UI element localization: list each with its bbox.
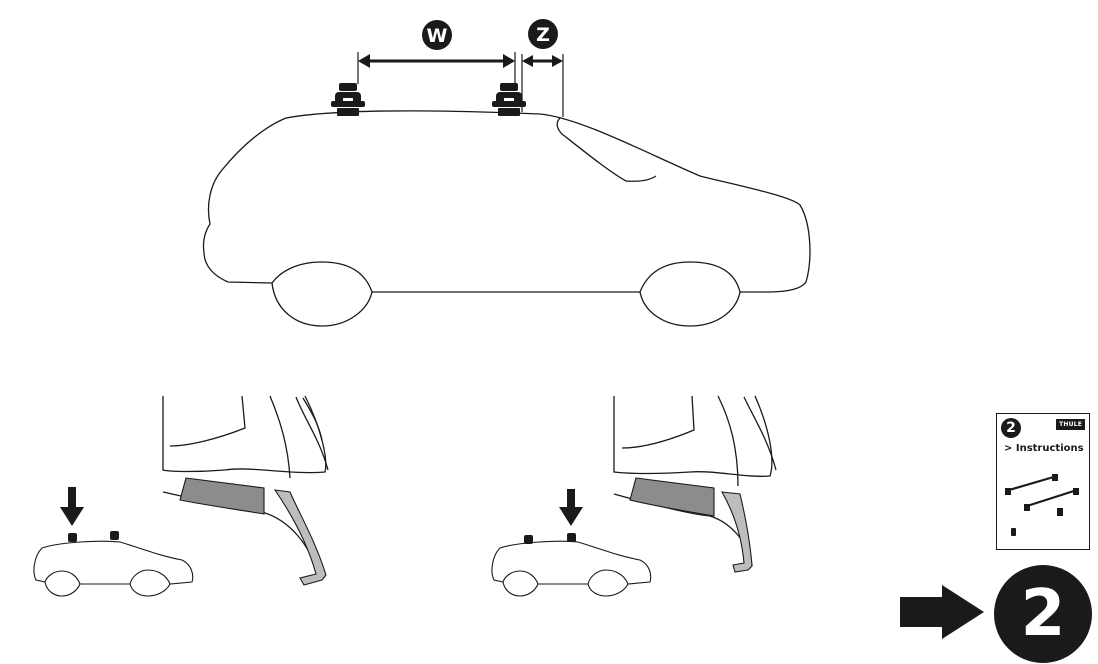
- right-roof-foot-icon: [492, 83, 526, 116]
- down-arrow-icon-middle: [559, 489, 583, 526]
- small-car-middle: [491, 533, 652, 597]
- down-arrow-icon-left: [60, 487, 84, 526]
- rubber-pad-middle: [629, 477, 715, 517]
- left-roof-foot-icon: [331, 83, 365, 116]
- w-label: W: [427, 25, 448, 47]
- thule-logo: THULE: [1056, 419, 1085, 430]
- booklet-step-badge: 2: [1001, 418, 1021, 438]
- z-label: Z: [536, 24, 550, 46]
- dimension-w: W: [357, 20, 516, 84]
- next-step-badge: 2: [994, 565, 1092, 663]
- booklet-title: > Instructions: [1004, 443, 1084, 454]
- small-car-left: [33, 531, 194, 597]
- instructions-booklet: 2 THULE > Instructions: [996, 413, 1090, 550]
- bracket-middle: [720, 491, 753, 573]
- right-arrow-icon: [900, 585, 984, 639]
- dimension-z: Z: [521, 19, 564, 117]
- rubber-pad-left: [179, 477, 265, 515]
- main-car-outline: [202, 110, 811, 327]
- roof-rack-icon: [1005, 474, 1079, 536]
- bracket-left: [273, 489, 327, 586]
